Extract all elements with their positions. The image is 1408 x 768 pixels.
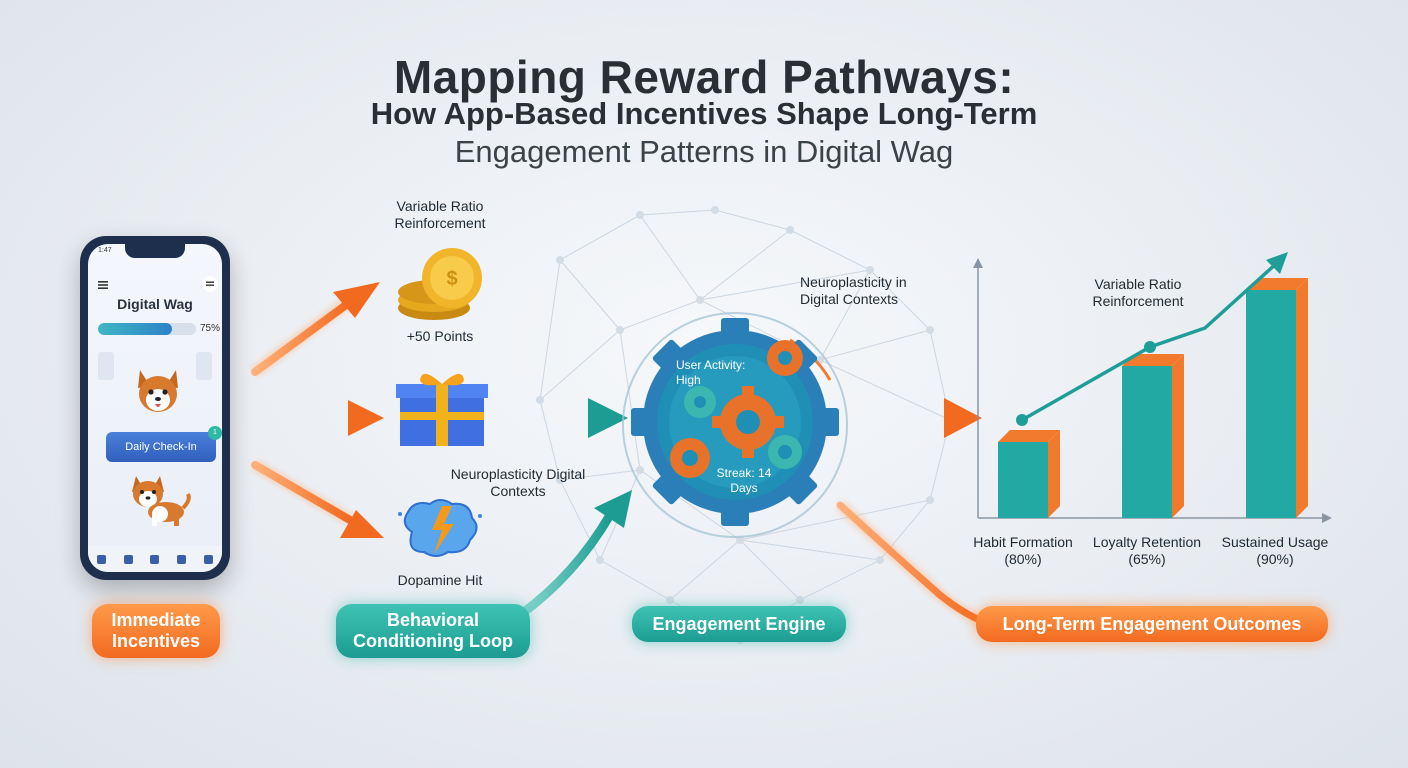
chart-trend-line xyxy=(1021,260,1280,422)
arrow-to-gift-icon xyxy=(251,400,384,436)
chart-category-name-0: Habit Formation xyxy=(973,534,1073,550)
stage-behavioral-loop: Behavioral Conditioning Loop xyxy=(336,604,530,658)
arrow-engine-to-chart xyxy=(851,398,982,438)
chart-x-axis-arrow xyxy=(1322,513,1332,523)
phone-mockup: 1:47 Digital Wag 75% Daily Check-In 1 xyxy=(80,236,230,580)
chart-y-axis-arrow xyxy=(973,258,983,268)
chart-category-value-0: (80%) xyxy=(1004,551,1042,567)
user-activity-label: User Activity: High xyxy=(676,358,746,387)
right-panel-icon[interactable] xyxy=(196,352,212,380)
app-title: Digital Wag xyxy=(117,296,193,312)
brain-icon xyxy=(398,499,482,557)
chart-category-value-2: (90%) xyxy=(1256,551,1294,567)
chart-trend-arrow xyxy=(1266,252,1288,274)
engagement-outcomes-chart xyxy=(973,252,1332,523)
phone-notch xyxy=(125,244,185,258)
label-neuroplasticity-contexts: Neuroplasticity in Digital Contexts xyxy=(800,274,907,307)
dog-icon xyxy=(132,476,191,526)
phone-screen: 1:47 Digital Wag 75% Daily Check-In 1 xyxy=(88,244,222,572)
stage-engagement-engine: Engagement Engine xyxy=(632,606,846,642)
arrow-loop-to-engine xyxy=(515,490,632,620)
arrow-gift-to-engine xyxy=(500,398,628,438)
chart-bar-2 xyxy=(1246,290,1296,518)
svg-text:$: $ xyxy=(446,268,457,290)
chart-bar-0 xyxy=(998,442,1048,518)
chart-category-name-2: Sustained Usage xyxy=(1221,534,1329,550)
points-label: +50 Points xyxy=(406,328,474,344)
chat-icon[interactable] xyxy=(177,554,187,564)
chart-bar-1 xyxy=(1122,366,1172,518)
stage-immediate-incentives: Immediate Incentives xyxy=(92,604,220,658)
engagement-engine-gears xyxy=(622,312,848,538)
stage-long-term-outcomes: Long-Term Engagement Outcomes xyxy=(976,606,1328,642)
pets-icon[interactable] xyxy=(123,554,133,564)
chart-category-value-1: (65%) xyxy=(1128,551,1166,567)
phone-bottom-nav xyxy=(88,546,222,572)
progress-fill xyxy=(98,323,172,335)
chart-bar-top-2 xyxy=(1246,278,1308,290)
left-panel-icon[interactable] xyxy=(98,352,114,380)
coins-icon: $ xyxy=(398,248,482,320)
dog-face-icon xyxy=(138,370,178,412)
dopamine-label: Dopamine Hit xyxy=(397,572,483,588)
daily-checkin-button[interactable]: Daily Check-In xyxy=(106,432,216,462)
chart-category-label-2: Sustained Usage(90%) xyxy=(1210,534,1340,568)
chart-bar-side-0 xyxy=(1048,430,1060,518)
chart-bar-top-1 xyxy=(1122,354,1184,366)
menu-icon[interactable] xyxy=(98,280,110,290)
chart-bar-top-0 xyxy=(998,430,1060,442)
streak-label: Streak: 14 Days xyxy=(716,466,772,495)
progress-bar xyxy=(98,323,196,335)
chart-trend-point-0 xyxy=(1016,414,1028,426)
label-neuroplasticity-digital: Neuroplasticity Digital Contexts xyxy=(450,466,586,499)
chart-category-label-1: Loyalty Retention(65%) xyxy=(1082,534,1212,568)
chart-annotation: Variable Ratio Reinforcement xyxy=(1092,276,1184,309)
home-icon[interactable] xyxy=(96,554,106,564)
chart-trend-point-1 xyxy=(1144,341,1156,353)
page-subtitle: How App-Based Incentives Shape Long-Term xyxy=(370,96,1038,131)
grid-icon[interactable] xyxy=(204,554,214,564)
page-title: Mapping Reward Pathways: xyxy=(393,51,1015,103)
chart-bar-side-1 xyxy=(1172,354,1184,518)
label-variable-ratio: Variable Ratio Reinforcement xyxy=(394,198,486,231)
options-icon[interactable] xyxy=(202,276,218,292)
badge-icon[interactable] xyxy=(150,554,160,564)
chart-bar-side-2 xyxy=(1296,278,1308,518)
phone-status-time: 1:47 xyxy=(98,247,112,254)
arrow-engine-to-outcomes xyxy=(835,500,989,628)
arrow-to-coins-icon xyxy=(251,282,380,377)
gift-icon xyxy=(396,373,488,446)
page-subtitle-2: Engagement Patterns in Digital Wag xyxy=(454,134,954,169)
progress-label: 75% xyxy=(200,323,221,334)
arrow-to-brain-icon xyxy=(251,459,384,538)
chart-category-label-0: Habit Formation(80%) xyxy=(958,534,1088,568)
notification-badge: 1 xyxy=(208,426,222,440)
chart-category-name-1: Loyalty Retention xyxy=(1092,534,1202,550)
